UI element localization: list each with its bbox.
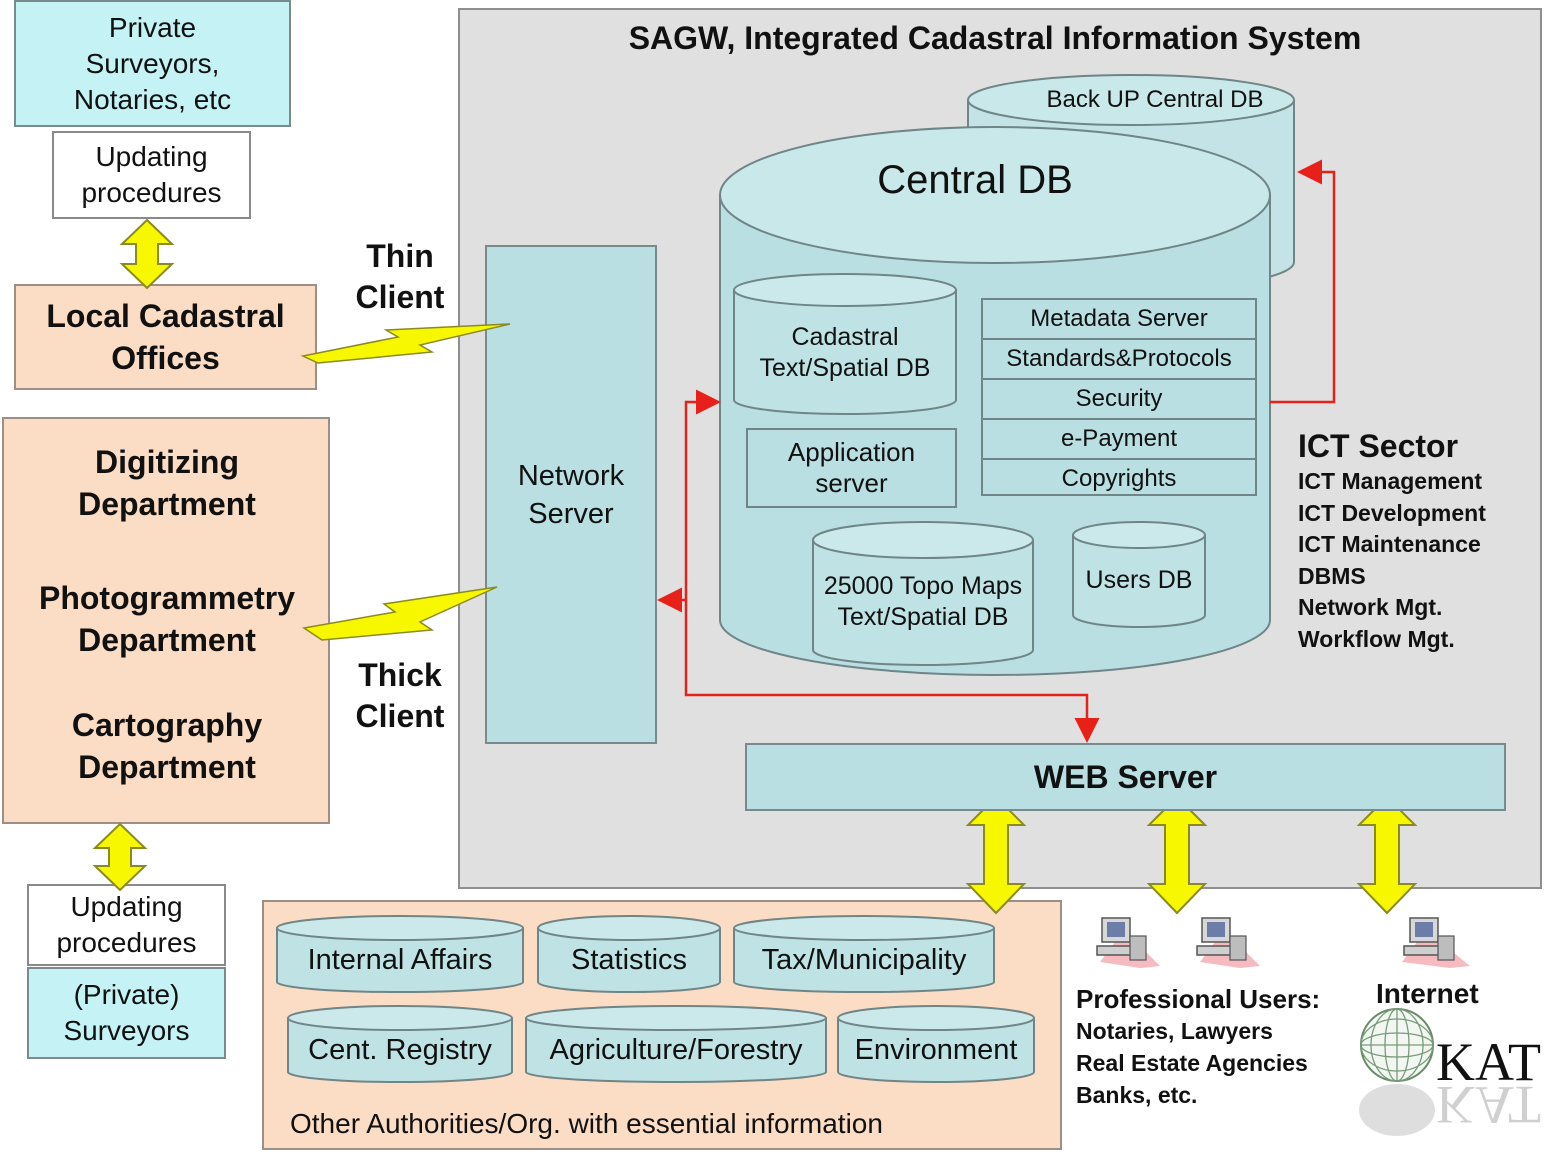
digitizing-department-label: Digitizing Department <box>78 444 256 522</box>
environment-label: Environment <box>854 1033 1018 1066</box>
private-surveyors-top-box: Private Surveyors, Notaries, etc <box>14 0 291 127</box>
updating-top-double-arrow-icon <box>119 218 175 290</box>
web-server-box: WEB Server <box>745 743 1506 811</box>
environment-cylinder <box>837 1005 1035 1083</box>
updating-procedures-top-box: Updating procedures <box>52 131 251 219</box>
statistics-cylinder <box>537 915 721 993</box>
standards-protocols-row: Standards&Protocols <box>983 340 1255 380</box>
tax-municipality-cylinder <box>733 915 995 993</box>
globe-logo-icon <box>1359 1008 1435 1136</box>
private-surveyors-bottom-label: (Private) Surveyors <box>63 979 190 1046</box>
topo-db-label: 25000 Topo Maps Text/Spatial DB <box>823 572 1023 631</box>
professional-users-item: Real Estate Agencies <box>1076 1050 1308 1076</box>
statistics-label: Statistics <box>570 943 688 976</box>
ict-sector-block: ICT Sector ICT Management ICT Developmen… <box>1298 426 1538 655</box>
private-surveyors-top-label: Private Surveyors, Notaries, etc <box>73 11 232 115</box>
e-payment-row: e-Payment <box>983 420 1255 460</box>
users-db-label: Users DB <box>1085 565 1193 594</box>
cent-registry-label: Cent. Registry <box>308 1033 492 1066</box>
thin-client-lightning-icon <box>300 323 511 364</box>
professional-users-title: Professional Users: <box>1076 984 1321 1014</box>
central-db-label: Central DB <box>877 158 1073 202</box>
updating-procedures-top-label: Updating procedures <box>81 141 222 208</box>
network-server-box: Network Server <box>485 245 657 744</box>
agriculture-forestry-cylinder <box>525 1005 827 1083</box>
tax-municipality-label: Tax/Municipality <box>761 943 967 976</box>
authorities-caption: Other Authorities/Org. with essential in… <box>290 1108 883 1139</box>
application-server-label: Application server <box>787 437 916 498</box>
network-server-label: Network Server <box>517 459 625 530</box>
thick-client-lightning-icon <box>302 586 498 641</box>
agriculture-forestry-label: Agriculture/Forestry <box>549 1033 803 1066</box>
thin-client-label: Thin Client <box>355 238 445 315</box>
metadata-server-row: Metadata Server <box>983 300 1255 340</box>
cadastral-db-label: Cadastral Text/Spatial DB <box>759 323 931 382</box>
cartography-department-label: Cartography Department <box>71 707 263 785</box>
computer-icon <box>1402 917 1470 968</box>
services-stack: Metadata Server Standards&Protocols Secu… <box>981 298 1257 496</box>
system-title: SAGW, Integrated Cadastral Information S… <box>628 20 1362 56</box>
web-server-label: WEB Server <box>1033 758 1218 795</box>
departments-box: Digitizing Department Photogrammetry Dep… <box>2 417 330 824</box>
computer-icon <box>1096 917 1160 968</box>
ict-item: ICT Management <box>1298 468 1483 494</box>
copyrights-row: Copyrights <box>1061 465 1177 492</box>
professional-users-item: Banks, etc. <box>1076 1082 1198 1108</box>
cadastral-db-cylinder <box>733 273 957 415</box>
backup-db-label: Back UP Central DB <box>1046 86 1264 113</box>
ict-item: ICT Maintenance <box>1298 531 1481 557</box>
ict-item: ICT Development <box>1298 499 1486 526</box>
cent-registry-cylinder <box>287 1005 513 1083</box>
web-arrow-1-icon <box>965 795 1027 915</box>
internal-affairs-cylinder <box>276 915 524 993</box>
application-server-box: Application server <box>746 428 957 508</box>
professional-users-item: Notaries, Lawyers <box>1076 1018 1273 1044</box>
kat-logo-reflection: KAT <box>1436 1082 1541 1128</box>
internet-label: Internet <box>1376 978 1479 1009</box>
private-surveyors-bottom-box: (Private) Surveyors <box>27 967 226 1059</box>
double-arrow-icons <box>92 218 1418 915</box>
ict-item: DBMS <box>1298 562 1366 589</box>
computer-icon <box>1196 917 1260 968</box>
kat-logo-text: KAT <box>1436 1032 1541 1092</box>
photogrammetry-department-label: Photogrammetry Department <box>38 580 296 658</box>
users-db-cylinder <box>1072 521 1206 628</box>
web-arrow-2-icon <box>1146 795 1208 915</box>
local-cadastral-offices-label: Local Cadastral Offices <box>46 298 285 376</box>
security-row: Security <box>983 380 1255 420</box>
ict-item: Network Mgt. <box>1298 594 1443 620</box>
updating-bottom-double-arrow-icon <box>92 822 148 892</box>
ict-sector-title: ICT Sector <box>1298 428 1459 464</box>
red-connectors <box>657 159 1336 743</box>
topo-db-cylinder <box>812 521 1034 666</box>
ict-item: Workflow Mgt. <box>1298 625 1455 652</box>
web-arrow-3-icon <box>1356 795 1418 915</box>
local-cadastral-offices-box: Local Cadastral Offices <box>14 284 317 390</box>
updating-procedures-bottom-label: Updating procedures <box>56 891 197 958</box>
internal-affairs-label: Internal Affairs <box>307 943 493 976</box>
thick-client-label: Thick Client <box>355 657 445 734</box>
